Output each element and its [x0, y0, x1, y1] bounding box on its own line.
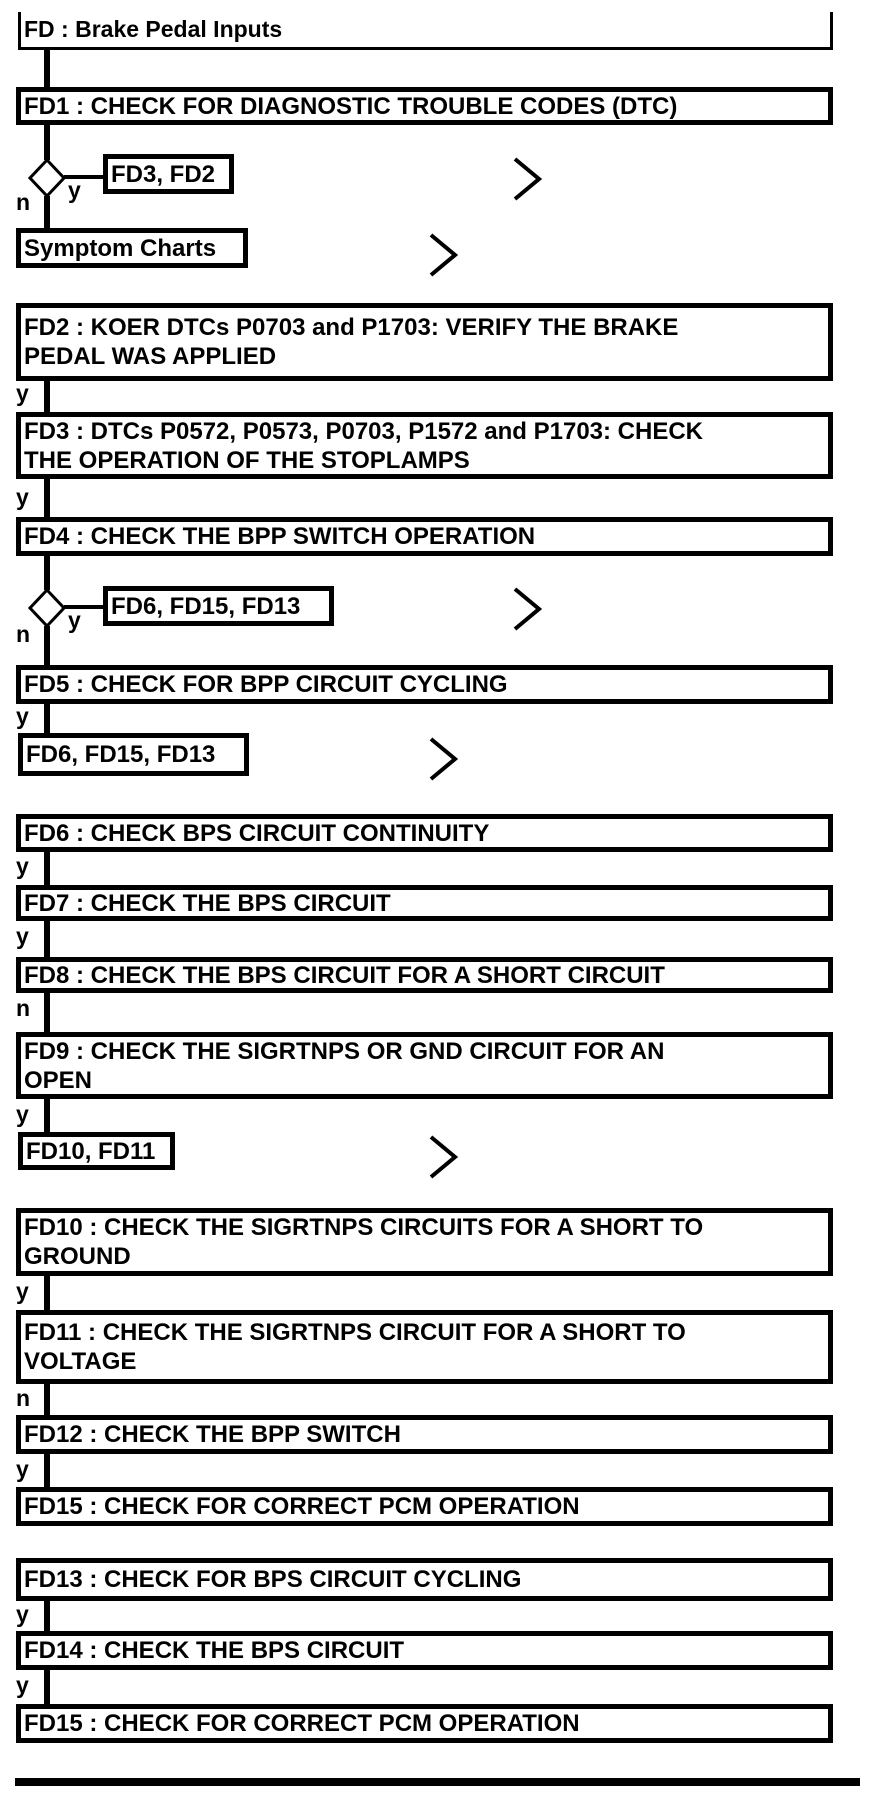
connector — [44, 1275, 50, 1311]
branch-label-yes: y — [68, 177, 81, 203]
chevron-right-icon[interactable] — [428, 1134, 458, 1180]
connector — [44, 703, 50, 736]
chevron-right-icon[interactable] — [512, 156, 542, 202]
branch-label-yes: y — [16, 923, 29, 949]
connector — [44, 992, 50, 1033]
link-fd3-fd2[interactable]: FD3, FD2 — [103, 154, 234, 194]
link-fd6-fd15-fd13[interactable]: FD6, FD15, FD13 — [103, 586, 334, 626]
connector — [44, 50, 50, 87]
branch-label-yes: y — [16, 853, 29, 879]
branch-label-yes: y — [16, 380, 29, 406]
connector — [44, 555, 50, 590]
chevron-right-icon[interactable] — [512, 586, 542, 632]
node-fd12: FD12 : CHECK THE BPP SWITCH — [16, 1415, 833, 1454]
branch-label-no: n — [16, 995, 31, 1021]
node-fd15: FD15 : CHECK FOR CORRECT PCM OPERATION — [16, 1487, 833, 1526]
connector — [44, 1600, 50, 1632]
connector — [44, 196, 50, 230]
node-fd5: FD5 : CHECK FOR BPP CIRCUIT CYCLING — [16, 665, 833, 704]
chevron-right-icon[interactable] — [428, 736, 458, 782]
node-fd2: FD2 : KOER DTCs P0703 and P1703: VERIFY … — [16, 303, 833, 381]
node-fd14: FD14 : CHECK THE BPS CIRCUIT — [16, 1631, 833, 1670]
link-symptom-charts[interactable]: Symptom Charts — [16, 228, 248, 268]
branch-label-no: n — [16, 621, 31, 647]
node-fd10: FD10 : CHECK THE SIGRTNPS CIRCUITS FOR A… — [16, 1208, 833, 1276]
connector — [44, 1669, 50, 1705]
connector — [44, 1383, 50, 1416]
node-fd8: FD8 : CHECK THE BPS CIRCUIT FOR A SHORT … — [16, 957, 833, 993]
decision-diamond-icon — [28, 588, 66, 628]
chevron-right-icon[interactable] — [428, 232, 458, 278]
node-fd7: FD7 : CHECK THE BPS CIRCUIT — [16, 885, 833, 921]
link-fd6-fd15-fd13[interactable]: FD6, FD15, FD13 — [18, 733, 249, 776]
connector — [44, 626, 50, 666]
node-fd15: FD15 : CHECK FOR CORRECT PCM OPERATION — [16, 1704, 833, 1743]
branch-label-yes: y — [68, 607, 81, 633]
bottom-divider — [15, 1778, 860, 1786]
node-fd1: FD1 : CHECK FOR DIAGNOSTIC TROUBLE CODES… — [16, 87, 833, 125]
node-fd-title: FD : Brake Pedal Inputs — [18, 12, 833, 50]
connector — [44, 1098, 50, 1133]
branch-label-no: n — [16, 189, 31, 215]
branch-label-yes: y — [16, 1601, 29, 1627]
link-fd10-fd11[interactable]: FD10, FD11 — [18, 1132, 175, 1170]
node-fd3: FD3 : DTCs P0572, P0573, P0703, P1572 an… — [16, 412, 833, 479]
node-fd9: FD9 : CHECK THE SIGRTNPS OR GND CIRCUIT … — [16, 1032, 833, 1099]
branch-label-no: n — [16, 1385, 31, 1411]
node-fd6: FD6 : CHECK BPS CIRCUIT CONTINUITY — [16, 814, 833, 852]
branch-line — [64, 605, 104, 609]
connector — [44, 1453, 50, 1488]
branch-label-yes: y — [16, 1456, 29, 1482]
branch-label-yes: y — [16, 484, 29, 510]
connector — [44, 920, 50, 958]
connector — [44, 380, 50, 414]
branch-label-yes: y — [16, 703, 29, 729]
connector — [44, 125, 50, 160]
branch-label-yes: y — [16, 1101, 29, 1127]
connector — [44, 478, 50, 518]
decision-diamond-icon — [28, 158, 66, 198]
branch-label-yes: y — [16, 1672, 29, 1698]
connector — [44, 851, 50, 886]
node-fd4: FD4 : CHECK THE BPP SWITCH OPERATION — [16, 517, 833, 556]
branch-line — [64, 175, 104, 179]
node-fd11: FD11 : CHECK THE SIGRTNPS CIRCUIT FOR A … — [16, 1310, 833, 1384]
node-fd13: FD13 : CHECK FOR BPS CIRCUIT CYCLING — [16, 1558, 833, 1601]
branch-label-yes: y — [16, 1278, 29, 1304]
